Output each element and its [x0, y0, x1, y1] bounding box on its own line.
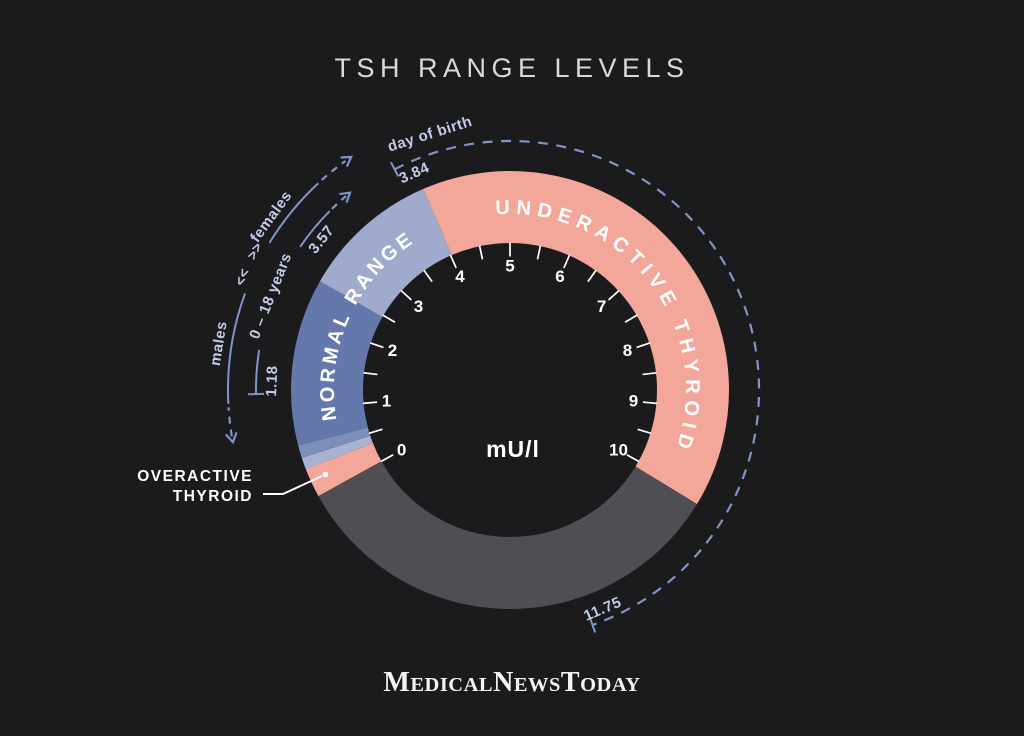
age-range-end-value: 3.57 — [305, 222, 338, 257]
divider-chevron-right-icon: >> — [243, 239, 265, 262]
segment-underactive-thyroid — [423, 171, 729, 504]
tick-mark — [642, 401, 657, 405]
females-arrow — [340, 155, 353, 168]
tick-mark — [382, 314, 396, 323]
overactive-callout-line2: THYROID — [173, 488, 253, 505]
divider-chevron-left-icon: << — [231, 266, 252, 288]
unit-label: mU/l — [486, 436, 540, 462]
tick-mark — [624, 314, 638, 323]
age-range-arc-upper — [299, 210, 331, 248]
scale-label: 3 — [414, 297, 423, 316]
age-range-start-value: 1.18 — [263, 365, 281, 397]
segment-normal-range — [291, 281, 383, 446]
logo-text: M — [383, 667, 411, 698]
tick-mark — [637, 428, 652, 435]
day-of-birth-arc — [394, 139, 761, 626]
logo-text: ODAY — [580, 674, 641, 696]
tick-mark — [369, 342, 384, 349]
tick-mark — [363, 401, 378, 405]
logo-text: N — [493, 667, 514, 698]
age-range-label: 0 – 18 years — [246, 251, 295, 342]
segment-overactive-thyroid — [305, 442, 382, 497]
males-label: males — [207, 320, 231, 367]
segment-normal-low-sliver-light — [301, 435, 373, 469]
tick-mark — [368, 428, 383, 435]
sex-arc-upper-dashes — [320, 160, 347, 181]
scale-label: 8 — [623, 341, 632, 360]
scale-label: 4 — [455, 267, 465, 286]
day-of-birth-end-tbar — [588, 617, 597, 633]
tick-mark — [642, 371, 657, 376]
tick-mark — [536, 245, 542, 260]
scale-label: 10 — [609, 441, 628, 460]
day-of-birth-start-tbar — [390, 161, 400, 177]
tick-mark — [478, 245, 484, 260]
logo-text: EWS — [513, 674, 561, 696]
scale-label: 2 — [388, 341, 397, 360]
overactive-callout-line1: OVERACTIVE — [137, 468, 253, 485]
tick-mark — [587, 269, 597, 283]
sex-arc-upper — [268, 182, 319, 244]
scale-label: 0 — [397, 441, 406, 460]
tick-mark — [400, 289, 412, 301]
callout-leader-dot — [322, 471, 329, 478]
age-range-arrow — [339, 191, 352, 204]
age-range-arc-dashes — [331, 195, 347, 210]
tick-mark — [636, 342, 651, 349]
males-arrow — [224, 431, 238, 445]
scale-label: 9 — [629, 392, 638, 411]
scale-label: 1 — [382, 392, 391, 411]
sex-arc-lower-dashes — [227, 407, 233, 437]
segment-normal-low-sliver-mid — [298, 427, 371, 458]
tick-mark — [626, 453, 640, 463]
tick-mark — [423, 269, 433, 283]
tick-mark — [608, 289, 620, 301]
logo-text: T — [560, 667, 581, 698]
sex-arc-lower — [227, 293, 246, 404]
scale-label: 7 — [597, 297, 606, 316]
tick-mark — [363, 371, 378, 376]
day-of-birth-end-value: 11.75 — [581, 594, 624, 625]
segment-normal-range-upper — [319, 188, 453, 318]
overactive-callout: OVERACTIVE THYROID — [137, 468, 329, 505]
day-of-birth-start-value: 3.84 — [397, 159, 433, 187]
brand-logo: MEDICALNEWSTODAY — [0, 667, 1024, 699]
segment-out-of-scale-filler — [318, 460, 697, 609]
scale-label: 6 — [555, 267, 564, 286]
age-range-arc-lower — [255, 349, 261, 395]
tick-mark — [563, 254, 571, 269]
scale-label: 5 — [505, 257, 514, 276]
day-of-birth-label: day of birth — [386, 113, 475, 155]
tick-mark — [449, 254, 457, 269]
logo-text: EDICAL — [410, 674, 494, 696]
callout-leader-line — [263, 475, 323, 495]
tick-mark — [380, 453, 394, 463]
page-title: TSH RANGE LEVELS — [334, 53, 690, 83]
